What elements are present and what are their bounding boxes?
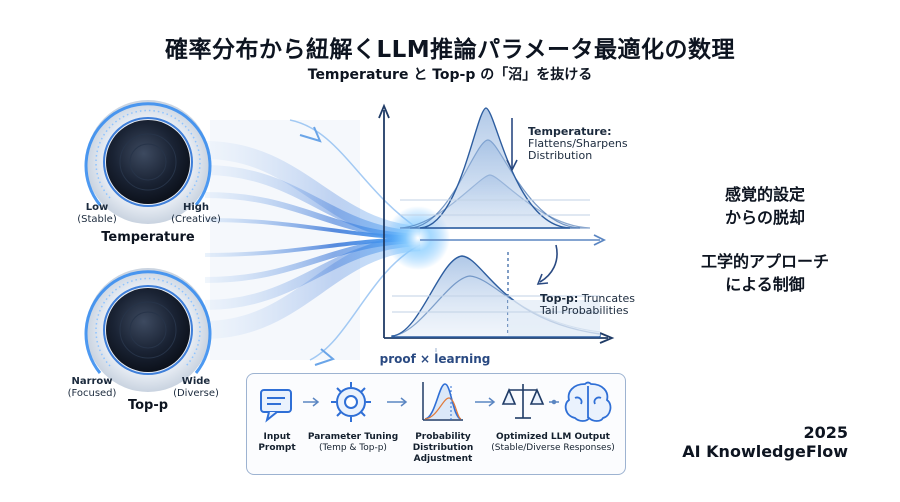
page-title: 確率分布から紐解くLLM推論パラメータ最適化の数理 <box>164 37 735 63</box>
flow-title: proof × learning <box>379 352 491 366</box>
balance-scale-icon <box>501 384 545 419</box>
distribution-chart-icon <box>422 382 463 421</box>
top-p-annotation: Top-p: Truncates Tail Probabilities <box>540 292 635 317</box>
top-p-low-label: Narrow(Focused) <box>67 376 117 399</box>
flow-arrow-1 <box>303 397 320 407</box>
brain-icon <box>564 381 612 422</box>
top-p-knob <box>84 268 212 392</box>
flow-arrow-4 <box>549 399 559 405</box>
side-text-engineering: 工学的アプローチによる制御 <box>700 252 829 294</box>
flow-step-parameter-tuning: Parameter Tuning(Temp & Top-p) <box>307 432 399 453</box>
chart-axes <box>378 103 615 344</box>
temperature-knob <box>84 100 212 224</box>
side-text-intuition: 感覚的設定からの脱却 <box>724 185 805 227</box>
flow-arrow-3 <box>475 397 496 407</box>
flow-arrow-2 <box>387 397 408 407</box>
top-p-high-label: Wide(Diverse) <box>173 376 219 399</box>
gear-icon <box>331 382 371 422</box>
temperature-annotation: Temperature: Flattens/Sharpens Distribut… <box>528 125 628 162</box>
temperature-title: Temperature <box>101 230 195 245</box>
temperature-high-label: High(Creative) <box>171 202 221 225</box>
temperature-curves <box>399 107 591 229</box>
page-subtitle: Temperature と Top-p の「沼」を抜ける <box>307 67 593 83</box>
temperature-low-label: Low(Stable) <box>77 202 117 225</box>
top-p-curves <box>391 252 601 338</box>
flow-icons <box>260 381 612 423</box>
top-p-title: Top-p <box>127 398 169 413</box>
flow-step-optimized-output: Optimized LLM Output(Stable/Diverse Resp… <box>491 432 615 453</box>
chat-bubble-icon <box>260 389 292 423</box>
temperature-arrow <box>506 118 518 172</box>
top-p-arrow <box>536 244 558 285</box>
